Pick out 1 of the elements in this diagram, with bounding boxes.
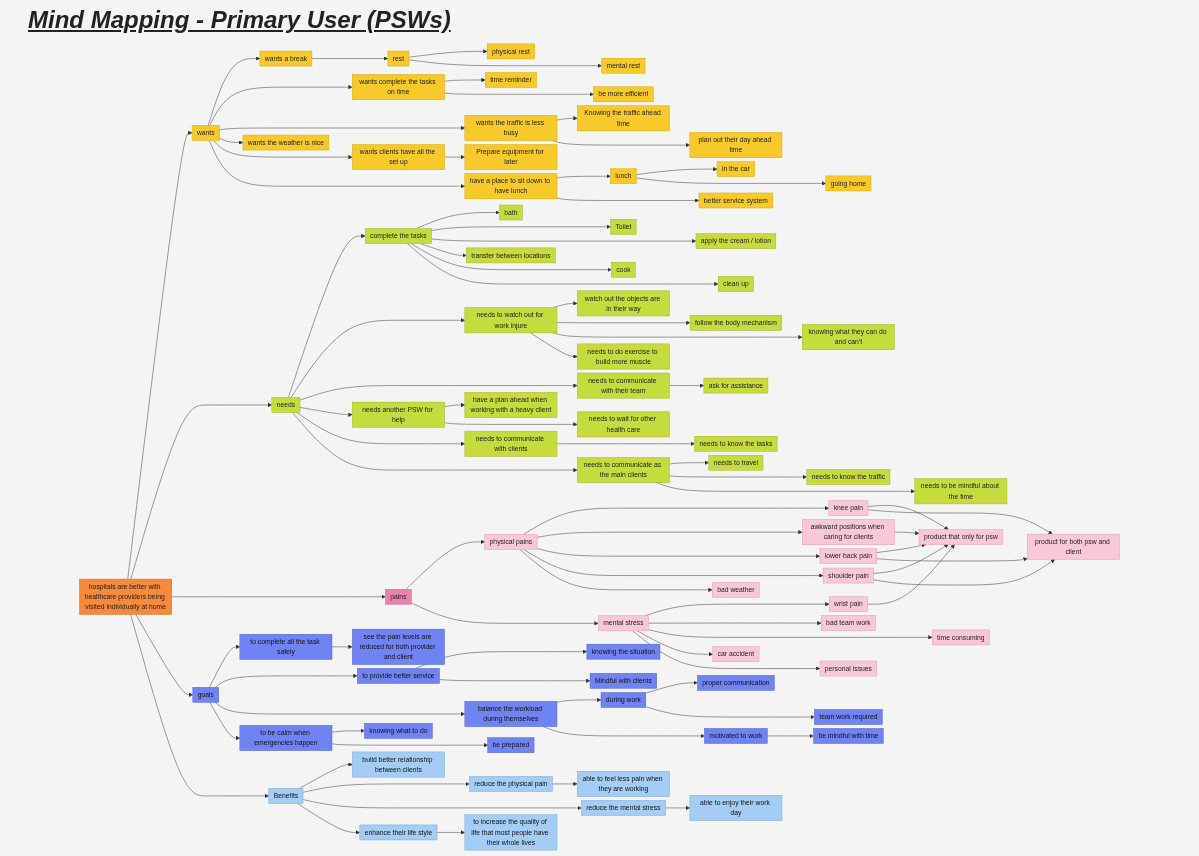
diagram-title: Mind Mapping - Primary User (PSWs) — [28, 6, 451, 34]
